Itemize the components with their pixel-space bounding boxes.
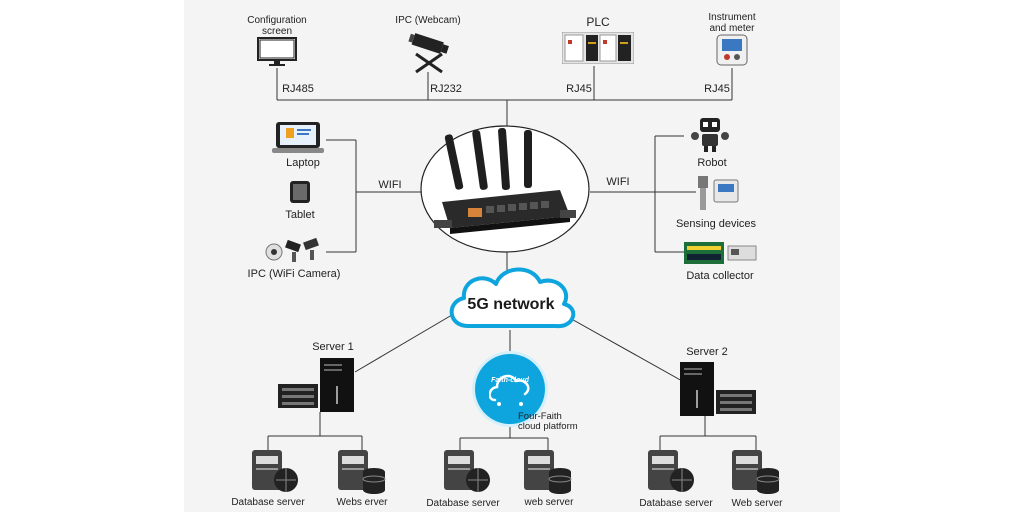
- monitor-icon: [256, 36, 298, 68]
- web-server-label-3: Web server: [731, 498, 783, 509]
- faith-cloud-logo-text: Faith-cloud: [491, 377, 529, 384]
- port-rj45-meter: RJ45: [704, 83, 730, 95]
- database-server-icon: [250, 448, 300, 494]
- db-server-label-3: Database server: [639, 498, 713, 509]
- web-server-label-2: web server: [524, 497, 574, 508]
- router-circle: [420, 124, 590, 254]
- tablet-label: Tablet: [285, 209, 315, 221]
- plc-icon: [562, 32, 634, 64]
- db-server-label-1: Database server: [231, 497, 305, 508]
- wifi-camera-icon: [264, 232, 324, 264]
- laptop-label: Laptop: [286, 157, 320, 169]
- meter-icon: [716, 34, 748, 66]
- web-server-icon: [336, 448, 388, 494]
- port-rj232: RJ232: [430, 83, 462, 95]
- wifi-camera-label: IPC (WiFi Camera): [247, 268, 341, 280]
- web-server-label-1: Webs erver: [336, 497, 388, 508]
- faith-cloud-logo: Faith-cloud: [475, 354, 545, 424]
- laptop-icon: [272, 120, 324, 156]
- database-server-icon: [646, 448, 696, 494]
- data-collector-icon: [684, 240, 758, 266]
- plc-label: PLC: [586, 15, 610, 29]
- cloud-icon: [440, 262, 580, 334]
- sensing-label: Sensing devices: [675, 218, 757, 230]
- server2-label: Server 2: [686, 346, 728, 358]
- ipc-webcam-label: IPC (Webcam): [395, 15, 461, 26]
- robot-icon: [690, 114, 730, 154]
- port-rj485: RJ485: [282, 83, 314, 95]
- database-server-icon: [442, 448, 492, 494]
- server1-icon: [278, 358, 356, 414]
- db-server-label-2: Database server: [426, 498, 500, 509]
- port-rj45-plc: RJ45: [566, 83, 592, 95]
- web-server-icon: [730, 448, 782, 494]
- webcam-icon: [402, 32, 456, 74]
- server2-icon: [680, 362, 758, 418]
- wifi-left-label: WIFI: [378, 179, 402, 191]
- network-label: 5G network: [467, 296, 555, 313]
- robot-label: Robot: [697, 157, 727, 169]
- tablet-icon: [289, 180, 311, 204]
- web-server-icon: [522, 448, 574, 494]
- wifi-right-label: WIFI: [606, 176, 630, 188]
- collector-label: Data collector: [686, 270, 754, 282]
- sensor-icon: [694, 174, 740, 214]
- server1-label: Server 1: [312, 341, 354, 353]
